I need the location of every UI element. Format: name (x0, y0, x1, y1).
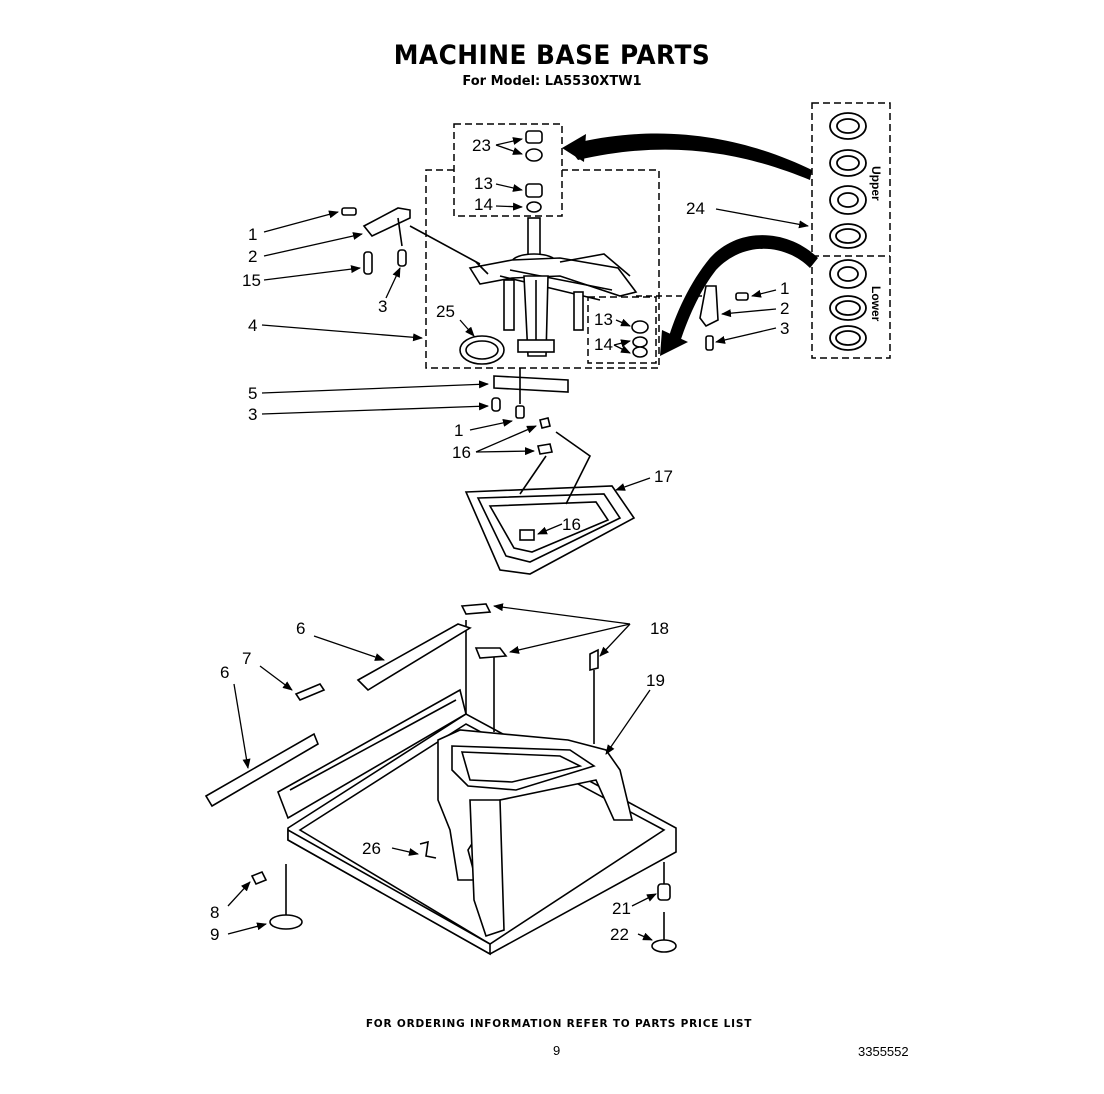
dashed-boxes (425, 102, 891, 369)
leader-lines (227, 137, 809, 941)
callout-19: 19 (646, 671, 665, 690)
hub-assembly (459, 130, 649, 365)
callout-16b: 16 (562, 515, 581, 534)
callout-7: 7 (242, 649, 251, 668)
page-title: MACHINE BASE PARTS (393, 40, 711, 71)
callout-21: 21 (612, 899, 631, 918)
inset-lower-label: Lower (869, 286, 883, 322)
callout-6: 6 (296, 619, 305, 638)
curved-arrows (562, 133, 818, 356)
callout-2b: 2 (780, 299, 789, 318)
right-bracket-parts (636, 285, 749, 351)
callout-1: 1 (248, 225, 257, 244)
inset-upper-label: Upper (869, 166, 883, 201)
callout-4: 4 (248, 316, 257, 335)
callout-18: 18 (650, 619, 669, 638)
part-5-and-fasteners (491, 368, 569, 455)
callout-14b: 14 (594, 335, 613, 354)
bearing-inset (829, 112, 867, 351)
document-number: 3355552 (858, 1044, 909, 1059)
callout-22: 22 (610, 925, 629, 944)
callout-26: 26 (362, 839, 381, 858)
callout-13b: 13 (594, 310, 613, 329)
model-subtitle: For Model: LA5530XTW1 (462, 74, 642, 89)
callout-5: 5 (248, 384, 257, 403)
callout-14: 14 (474, 195, 493, 214)
ordering-note: FOR ORDERING INFORMATION REFER TO PARTS … (365, 1018, 753, 1030)
machine-base (204, 603, 677, 956)
callout-labels: 23 13 14 24 1 2 15 3 25 4 13 14 1 2 3 5 … (210, 136, 789, 944)
callout-9: 9 (210, 925, 219, 944)
callout-13: 13 (474, 174, 493, 193)
callout-2: 2 (248, 247, 257, 266)
callout-24: 24 (686, 199, 705, 218)
callout-3b: 3 (780, 319, 789, 338)
callout-15: 15 (242, 271, 261, 290)
callout-23: 23 (472, 136, 491, 155)
left-bracket-parts (341, 207, 481, 275)
callout-1c: 1 (454, 421, 463, 440)
callout-3c: 3 (248, 405, 257, 424)
callout-3: 3 (378, 297, 387, 316)
callout-8: 8 (210, 903, 219, 922)
callout-17: 17 (654, 467, 673, 486)
part-17-frame (464, 431, 636, 575)
callout-16: 16 (452, 443, 471, 462)
callout-6b: 6 (220, 663, 229, 682)
page-number: 9 (553, 1043, 561, 1058)
callout-25: 25 (436, 302, 455, 321)
callout-1b: 1 (780, 279, 789, 298)
